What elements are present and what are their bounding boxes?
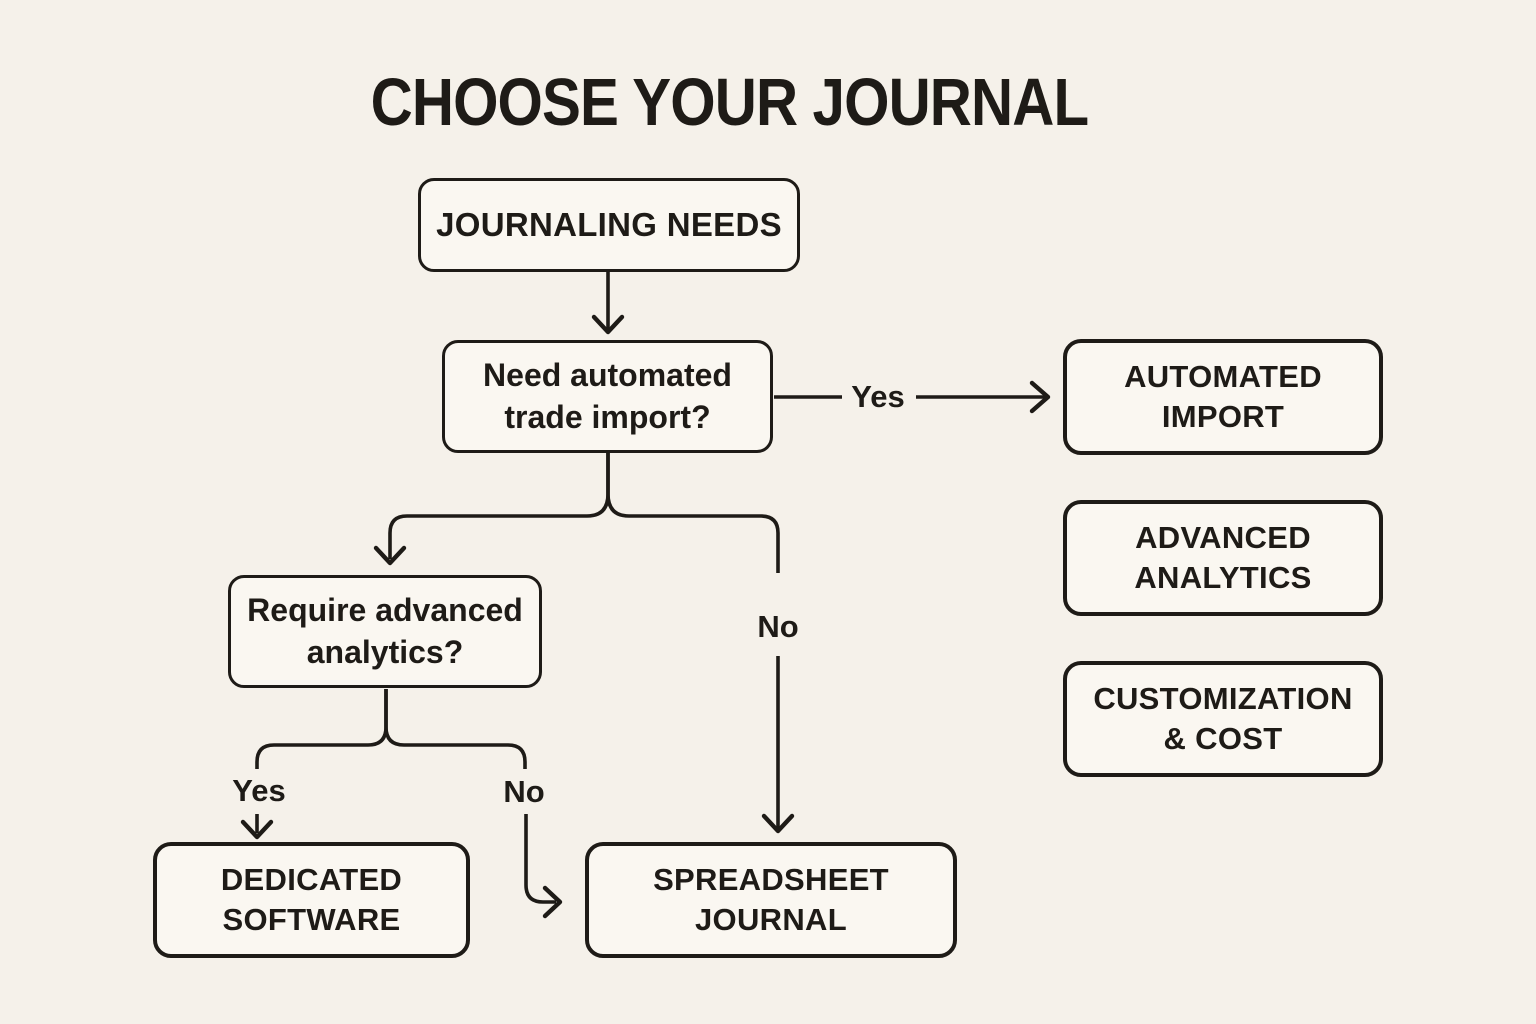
node-advanced-analytics: ADVANCED ANALYTICS [1063,500,1383,616]
arrowhead-down-icon [240,819,274,840]
page-title: CHOOSE YOUR JOURNAL [370,65,1088,140]
node-need-automated-import-label: Need automated trade import? [483,356,732,435]
node-need-automated-import: Need automated trade import? [442,340,773,453]
node-advanced-analytics-label: ADVANCED ANALYTICS [1134,519,1312,595]
node-journaling-needs: JOURNALING NEEDS [418,178,800,272]
node-dedicated-software-label: DEDICATED SOFTWARE [220,861,403,937]
arrowhead-right-icon [542,885,563,919]
node-require-analytics: Require advanced analytics? [228,575,542,688]
edge-label-import-no: No [757,609,799,644]
node-automated-import: AUTOMATED IMPORT [1063,339,1383,455]
edge-import-fork-left [388,453,610,559]
node-customization-cost: CUSTOMIZATION & COST [1063,661,1383,777]
arrowhead-down-icon [761,813,795,834]
arrowhead-down-icon [591,314,625,335]
node-automated-import-label: AUTOMATED IMPORT [1124,358,1322,434]
node-customization-cost-label: CUSTOMIZATION & COST [1093,680,1353,756]
arrowhead-down-icon [373,545,407,566]
edge-label-analytics-yes: Yes [232,773,286,808]
edge-analytics-no-line [524,814,556,904]
edge-analytics-fork-left [255,689,388,769]
edge-label-analytics-no: No [503,774,545,809]
edge-import-fork-right [606,453,780,573]
node-require-analytics-label: Require advanced analytics? [247,591,523,670]
node-spreadsheet-journal: SPREADSHEET JOURNAL [585,842,957,958]
node-journaling-needs-label: JOURNALING NEEDS [436,205,782,243]
arrowhead-right-icon [1029,380,1051,414]
edge-analytics-fork-right [384,689,527,769]
node-dedicated-software: DEDICATED SOFTWARE [153,842,470,958]
node-spreadsheet-journal-label: SPREADSHEET JOURNAL [653,861,889,937]
edge-label-import-yes: Yes [851,379,905,414]
